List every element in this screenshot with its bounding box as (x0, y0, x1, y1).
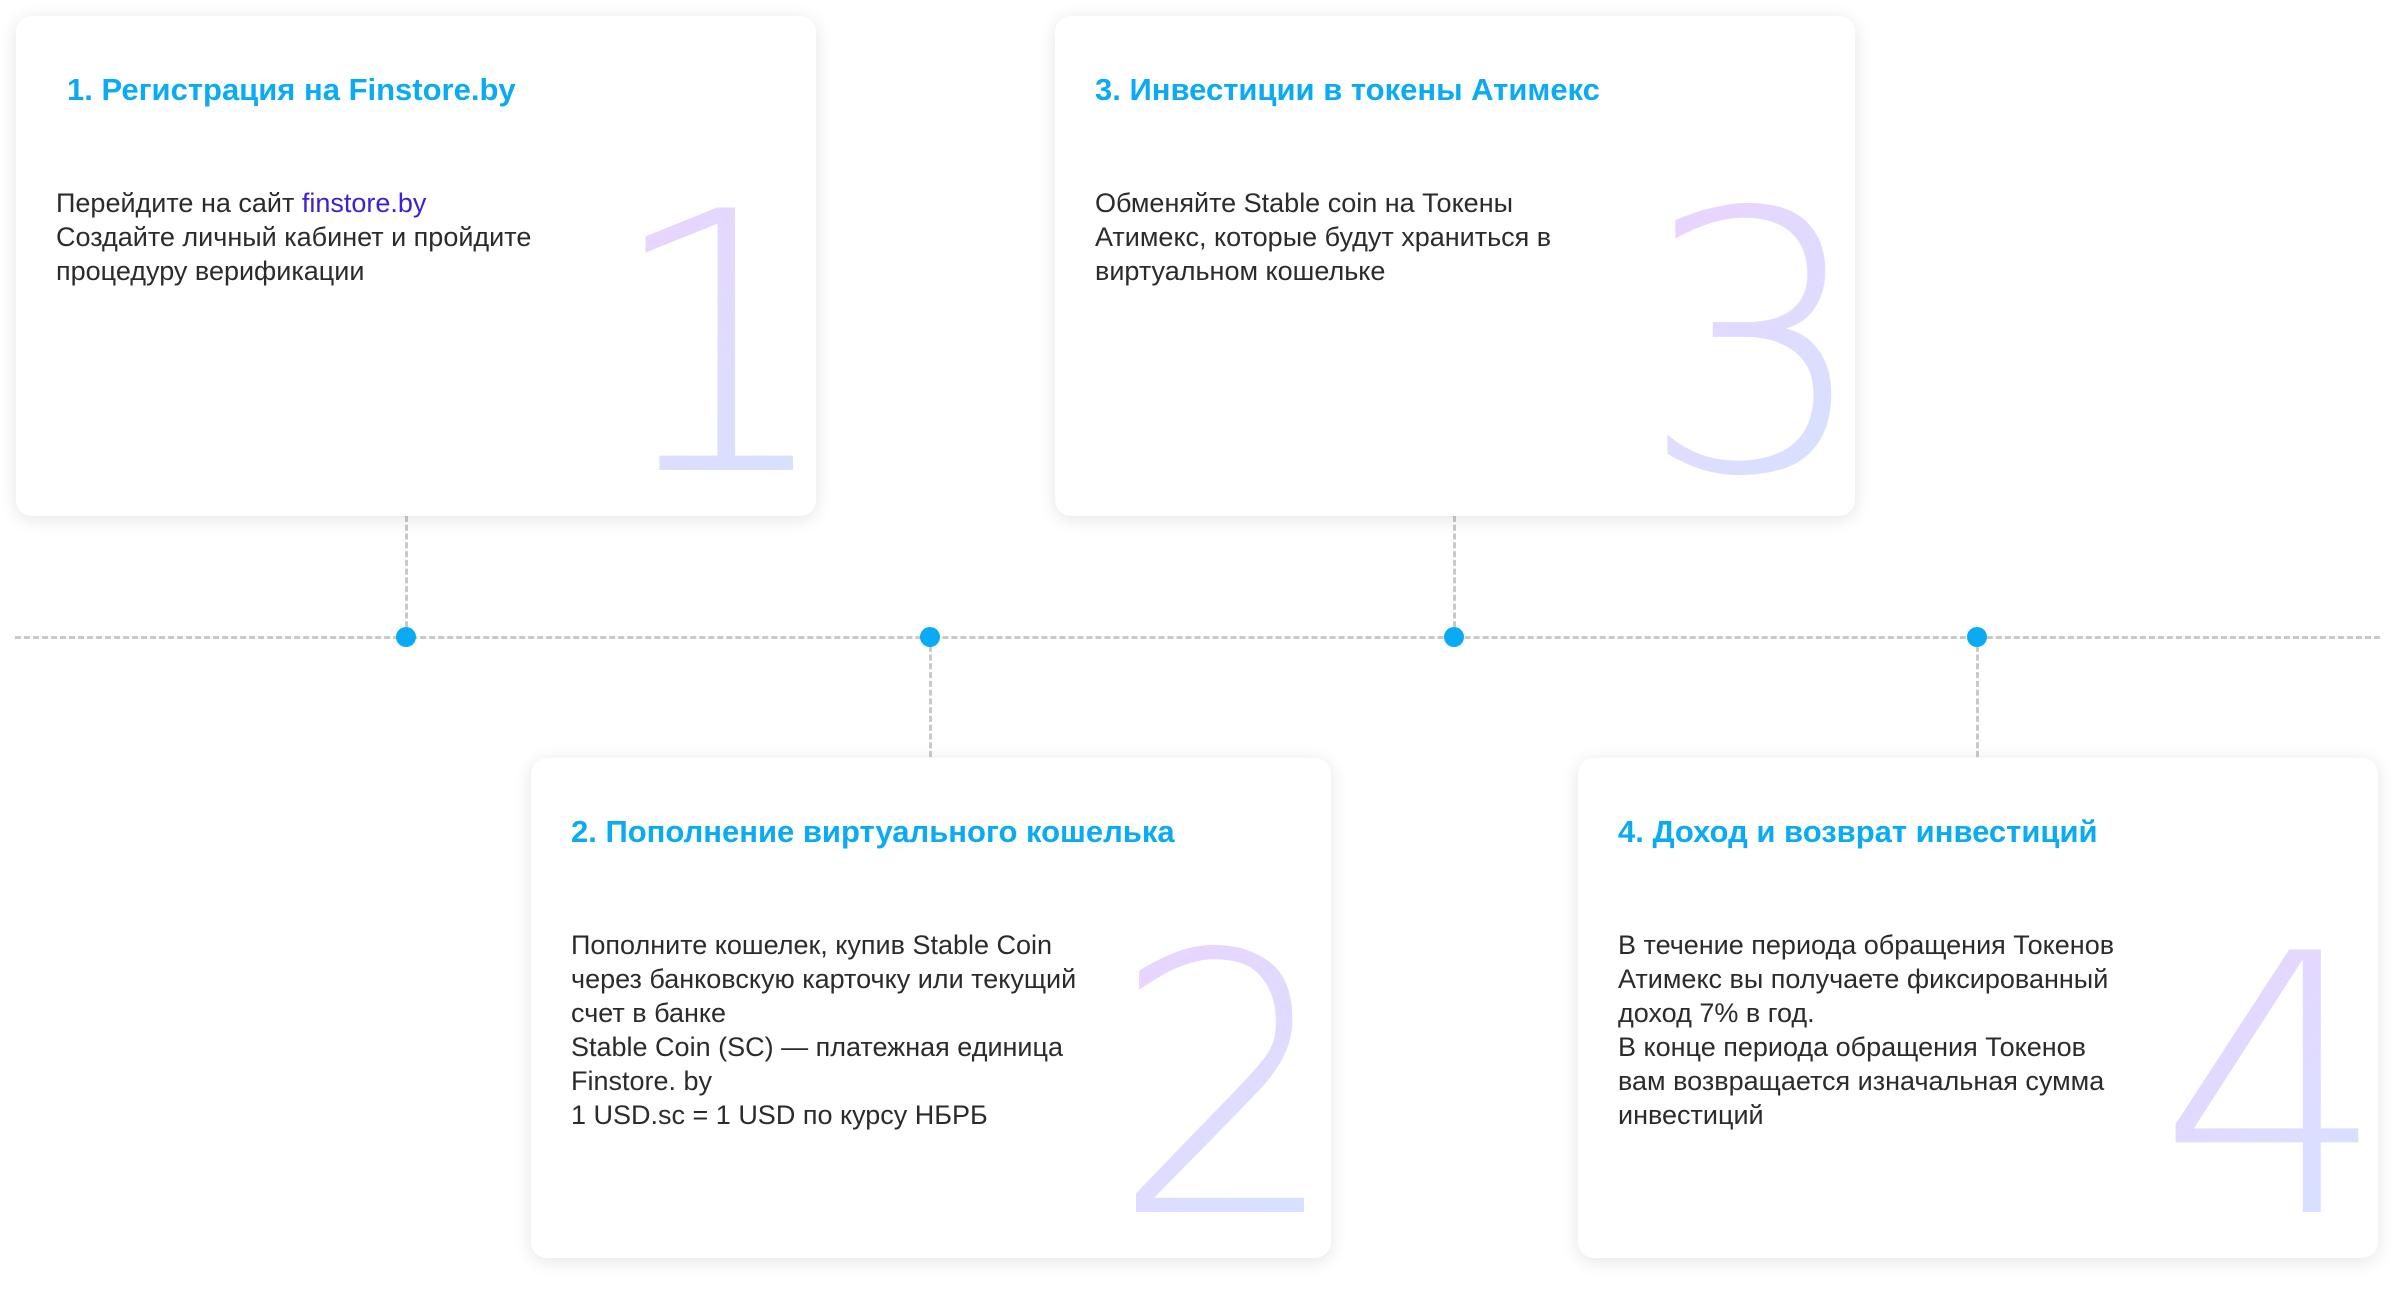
step-number-2: 2 (1111, 908, 1331, 1259)
step-2-line-2: счет в банке (571, 998, 726, 1028)
connector-step-1 (405, 516, 408, 636)
step-card-1: 1 1. Регистрация на Finstore.by Перейдит… (16, 16, 816, 516)
step-2-line-0: Пополните кошелек, купив Stable Coin (571, 930, 1053, 960)
step-title-2: 2. Пополнение виртуального кошелька (571, 814, 1175, 849)
step-title-1: 1. Регистрация на Finstore.by (67, 72, 516, 107)
step-number-1: 1 (606, 166, 816, 517)
step-card-4: 4 4. Доход и возврат инвестиций В течени… (1578, 758, 2378, 1258)
step-card-2: 2 2. Пополнение виртуального кошелька По… (531, 758, 1331, 1258)
step-1-line-1: Создайте личный кабинет и пройдите (56, 222, 532, 252)
step-3-line-1: Атимекс, которые будут храниться в (1095, 222, 1552, 252)
step-4-line-1: Атимекс вы получаете фиксированный (1618, 964, 2109, 994)
step-3-line-2: виртуальном кошельке (1095, 256, 1386, 286)
step-description-3: Обменяйте Stable coin на Токены Атимекс,… (1095, 186, 1655, 288)
step-2-line-5: 1 USD.sc = 1 USD по курсу НБРБ (571, 1100, 988, 1130)
step-title-3: 3. Инвестиции в токены Атимекс (1095, 72, 1600, 107)
step-number-4: 4 (2158, 908, 2378, 1259)
timeline-dot-step-2 (920, 627, 940, 647)
step-number-3: 3 (1640, 166, 1855, 517)
step-2-line-3: Stable Coin (SC) — платежная единица (571, 1032, 1063, 1062)
step-4-line-4: вам возвращается изначальная сумма (1618, 1066, 2105, 1096)
connector-step-2 (929, 637, 932, 757)
step-4-line-0: В течение периода обращения Токенов (1618, 930, 2115, 960)
step-description-4: В течение периода обращения Токенов Атим… (1618, 928, 2178, 1132)
step-2-line-1: через банковскую карточку или текущий (571, 964, 1077, 994)
step-card-3: 3 3. Инвестиции в токены Атимекс Обменяй… (1055, 16, 1855, 516)
finstore-link[interactable]: finstore.by (301, 188, 427, 218)
timeline-dot-step-3 (1444, 627, 1464, 647)
step-4-line-3: В конце периода обращения Токенов (1618, 1032, 2087, 1062)
step-4-line-5: инвестиций (1618, 1100, 1764, 1130)
timeline-line (15, 636, 2380, 639)
timeline-dot-step-1 (396, 627, 416, 647)
step-4-line-2: доход 7% в год. (1618, 998, 1815, 1028)
step-description-1: Перейдите на сайт finstore.by Создайте л… (56, 186, 616, 288)
step-1-line-0: Перейдите на сайт finstore.by (56, 186, 616, 220)
step-2-line-4: Finstore. by (571, 1066, 713, 1096)
timeline-dot-step-4 (1967, 627, 1987, 647)
step-description-2: Пополните кошелек, купив Stable Coin чер… (571, 928, 1131, 1132)
connector-step-4 (1976, 637, 1979, 757)
step-3-line-0: Обменяйте Stable coin на Токены (1095, 188, 1514, 218)
step-1-line-2: процедуру верификации (56, 256, 365, 286)
step-1-prefix: Перейдите на сайт (56, 188, 302, 218)
step-title-4: 4. Доход и возврат инвестиций (1618, 814, 2098, 849)
connector-step-3 (1453, 516, 1456, 636)
